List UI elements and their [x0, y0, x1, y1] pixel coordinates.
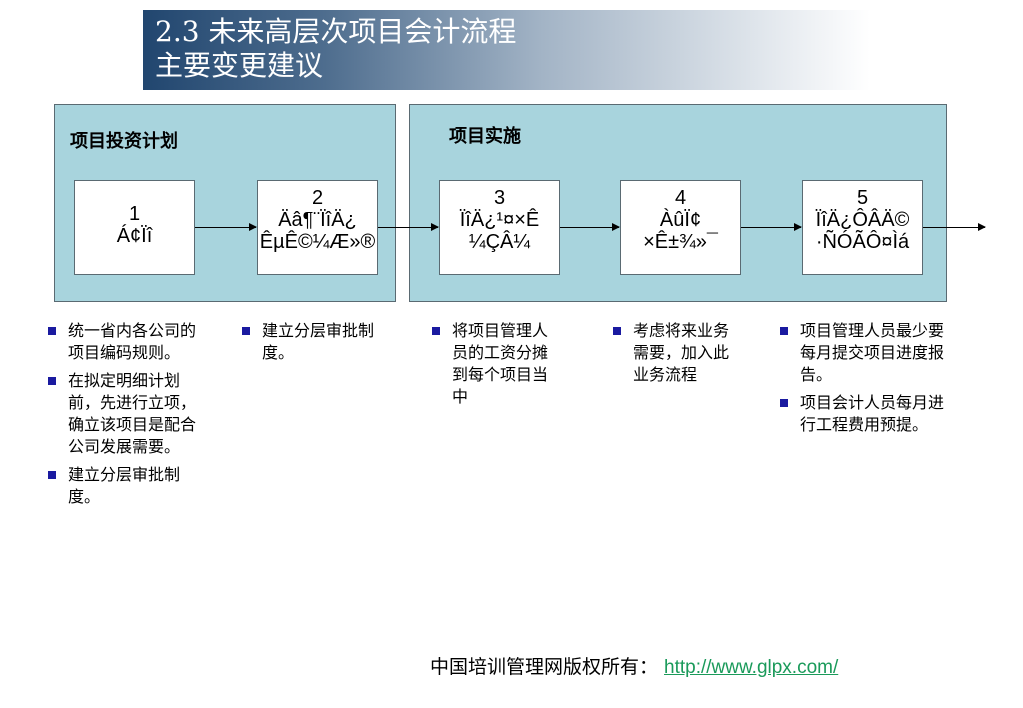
- list-item: 考虑将来业务需要，加入此业务流程: [613, 320, 741, 386]
- flow-arrow: [195, 223, 257, 231]
- process-step-3: 3 ÏîÄ¿¹¤×Ê ¼ÇÂ¼: [439, 180, 560, 275]
- square-bullet-icon: [48, 471, 56, 479]
- square-bullet-icon: [780, 327, 788, 335]
- list-item: 建立分层审批制度。: [48, 464, 196, 508]
- step-number: 3: [493, 187, 506, 209]
- notes-column-2: 建立分层审批制度。: [242, 320, 390, 370]
- notes-column-1: 统一省内各公司的项目编码规则。 在拟定明细计划前，先进行立项，确立该项目是配合公…: [48, 320, 196, 514]
- square-bullet-icon: [780, 399, 788, 407]
- notes-column-4: 考虑将来业务需要，加入此业务流程: [613, 320, 741, 392]
- square-bullet-icon: [48, 327, 56, 335]
- square-bullet-icon: [432, 327, 440, 335]
- step-label: ×Ê±¾»¯: [643, 231, 718, 253]
- process-step-1: 1 Á¢Ïî: [74, 180, 195, 275]
- step-number: 4: [674, 187, 687, 209]
- notes-column-5: 项目管理人员最少要每月提交项目进度报告。 项目会计人员每月进行工程费用预提。: [780, 320, 950, 442]
- copyright-text: 中国培训管理网版权所有：: [430, 656, 659, 678]
- step-label: ÀûÏ¢: [659, 209, 702, 231]
- step-label: ÏîÄ¿ÔÂÄ©: [815, 209, 910, 231]
- list-item: 在拟定明细计划前，先进行立项，确立该项目是配合公司发展需要。: [48, 370, 196, 458]
- process-step-4: 4 ÀûÏ¢ ×Ê±¾»¯: [620, 180, 741, 275]
- notes-column-3: 将项目管理人员的工资分摊到每个项目当中: [432, 320, 560, 414]
- flow-arrow: [560, 223, 620, 231]
- investment-plan-title: 项目投资计划: [70, 131, 178, 152]
- list-item: 统一省内各公司的项目编码规则。: [48, 320, 196, 364]
- list-item: 项目会计人员每月进行工程费用预提。: [780, 392, 950, 436]
- step-label: ÏîÄ¿¹¤×Ê: [459, 209, 540, 231]
- implementation-title: 项目实施: [449, 126, 521, 147]
- step-label: ¼ÇÂ¼: [468, 231, 531, 253]
- flow-arrow: [923, 223, 986, 231]
- title-banner: [143, 10, 870, 90]
- square-bullet-icon: [242, 327, 250, 335]
- website-link[interactable]: http://www.glpx.com/: [664, 657, 839, 678]
- slide-title-line1: 2.3 未来高层次项目会计流程: [155, 15, 517, 48]
- square-bullet-icon: [613, 327, 621, 335]
- copyright-footer: 中国培训管理网版权所有：http://www.glpx.com/: [430, 652, 838, 679]
- step-label: ·ÑÓÃÔ¤Ìá: [815, 231, 910, 253]
- process-step-5: 5 ÏîÄ¿ÔÂÄ© ·ÑÓÃÔ¤Ìá: [802, 180, 923, 275]
- step-label: Äâ¶¨ÏîÄ¿: [278, 209, 357, 231]
- square-bullet-icon: [48, 377, 56, 385]
- flow-arrow: [378, 223, 439, 231]
- step-label: Á¢Ïî: [116, 225, 153, 247]
- list-item: 将项目管理人员的工资分摊到每个项目当中: [432, 320, 560, 408]
- list-item: 项目管理人员最少要每月提交项目进度报告。: [780, 320, 950, 386]
- step-number: 1: [128, 203, 141, 225]
- step-label: ÊµÊ©¼Æ»®: [259, 231, 376, 253]
- process-step-2: 2 Äâ¶¨ÏîÄ¿ ÊµÊ©¼Æ»®: [257, 180, 378, 275]
- list-item: 建立分层审批制度。: [242, 320, 390, 364]
- slide-title-line2: 主要变更建议: [155, 49, 324, 82]
- step-number: 2: [311, 187, 324, 209]
- step-number: 5: [856, 187, 869, 209]
- flow-arrow: [741, 223, 802, 231]
